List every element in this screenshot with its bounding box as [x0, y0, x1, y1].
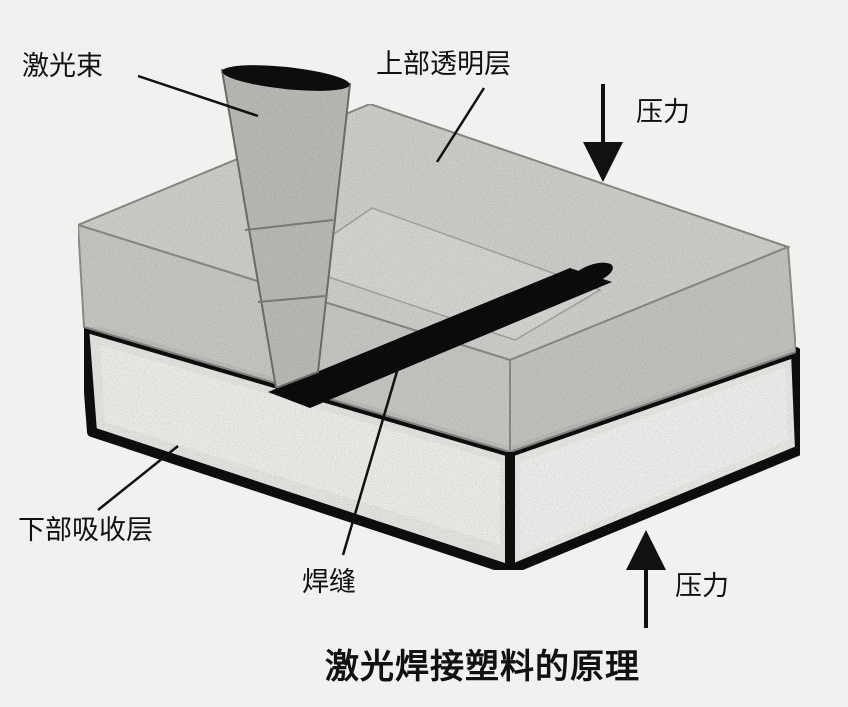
label-laser-beam: 激光束 — [22, 51, 103, 82]
laser-beam — [220, 65, 352, 390]
leader-lower-layer — [97, 445, 179, 511]
leader-weld-seam — [341, 367, 400, 556]
label-upper-transparent-layer: 上部透明层 — [376, 49, 511, 80]
lower-absorbing-layer — [79, 322, 805, 575]
diagram-caption: 激光焊接塑料的原理 — [325, 647, 640, 687]
label-pressure-top: 压力 — [636, 97, 690, 128]
label-weld-seam: 焊缝 — [302, 567, 356, 598]
label-pressure-bottom: 压力 — [675, 571, 729, 602]
upper-layer-right-face — [509, 245, 798, 454]
label-lower-absorbing-layer: 下部吸收层 — [18, 515, 153, 546]
weld-seam — [268, 268, 612, 408]
leader-laser-beam — [137, 74, 259, 118]
laser-beam-top-opening — [222, 65, 350, 91]
leader-upper-layer — [435, 87, 486, 163]
